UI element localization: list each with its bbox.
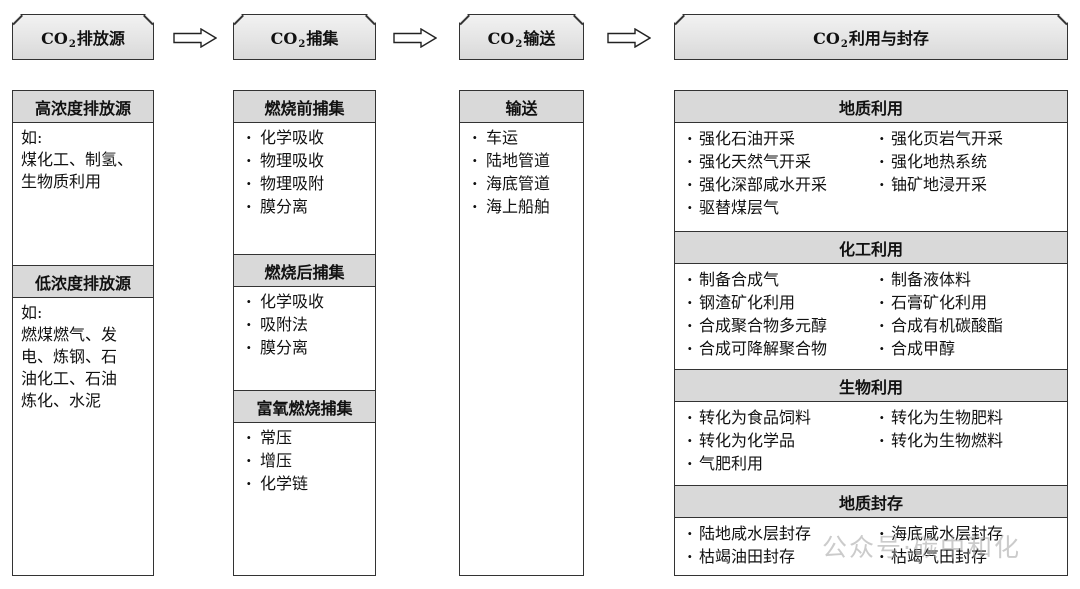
chemical-utilization-section: 化工利用 制备合成气 制备液体料 钢渣矿化利用 石膏矿化利用 合成聚合物多元醇 … — [675, 231, 1067, 369]
list-item: 增压 — [246, 449, 375, 472]
transport-section: 输送 车运 陆地管道 海底管道 海上船舶 — [460, 91, 583, 575]
item-grid: 强化石油开采 强化页岩气开采 强化天然气开采 强化地热系统 强化深部咸水开采 铀… — [675, 123, 1067, 219]
list-item: 合成聚合物多元醇 — [687, 314, 879, 337]
tab-capture: CO2捕集 — [233, 14, 376, 60]
list-item: 化学吸收 — [246, 126, 375, 149]
emission-source-column: 高浓度排放源 如: 煤化工、制氢、 生物质利用 低浓度排放源 如: 燃煤燃气、发… — [12, 90, 154, 576]
list-item: 转化为化学品 — [687, 429, 879, 452]
text-line: 炼化、水泥 — [21, 391, 102, 410]
tab-capture-label: CO2捕集 — [270, 28, 339, 50]
list-item: 铀矿地浸开采 — [879, 173, 1067, 196]
list-item: 强化地热系统 — [879, 150, 1067, 173]
list-item: 强化石油开采 — [687, 127, 879, 150]
tab-utilization-storage-label: CO2利用与封存 — [813, 28, 929, 50]
list-item: 合成可降解聚合物 — [687, 337, 879, 360]
tab-utilization-storage: CO2利用与封存 — [674, 14, 1068, 60]
biological-utilization-section: 生物利用 转化为食品饲料 转化为生物肥料 转化为化学品 转化为生物燃料 气肥利用 — [675, 369, 1067, 485]
list-item: 海底咸水层封存 — [879, 522, 1067, 545]
list-item: 物理吸收 — [246, 149, 375, 172]
text-line: 如: — [21, 303, 43, 322]
transport-column: 输送 车运 陆地管道 海底管道 海上船舶 — [459, 90, 584, 576]
section-title: 低浓度排放源 — [13, 266, 153, 298]
list-item: 膜分离 — [246, 336, 375, 359]
list-item: 钢渣矿化利用 — [687, 291, 879, 314]
item-grid: 陆地咸水层封存 海底咸水层封存 枯竭油田封存 枯竭气田封存 — [675, 518, 1067, 568]
item-grid: 转化为食品饲料 转化为生物肥料 转化为化学品 转化为生物燃料 气肥利用 — [675, 402, 1067, 475]
text-line: 煤化工、制氢、 — [21, 150, 134, 169]
item-list: 化学吸收 物理吸收 物理吸附 膜分离 — [234, 123, 375, 218]
list-item: 转化为生物肥料 — [879, 406, 1067, 429]
list-item: 海底管道 — [472, 172, 583, 195]
list-item: 枯竭油田封存 — [687, 545, 879, 568]
section-body: 如: 煤化工、制氢、 生物质利用 — [13, 123, 153, 193]
tab-transport: CO2输送 — [459, 14, 584, 60]
list-item: 膜分离 — [246, 195, 375, 218]
list-item: 陆地咸水层封存 — [687, 522, 879, 545]
list-item: 石膏矿化利用 — [879, 291, 1067, 314]
list-item: 强化深部咸水开采 — [687, 173, 879, 196]
list-item: 制备液体料 — [879, 268, 1067, 291]
list-item: 车运 — [472, 126, 583, 149]
list-item: 化学链 — [246, 472, 375, 495]
post-combustion-section: 燃烧后捕集 化学吸收 吸附法 膜分离 — [234, 254, 375, 390]
section-title: 燃烧后捕集 — [234, 255, 375, 287]
item-list: 车运 陆地管道 海底管道 海上船舶 — [460, 123, 583, 218]
right-arrow-icon — [173, 28, 217, 48]
list-item: 合成有机碳酸酯 — [879, 314, 1067, 337]
pre-combustion-section: 燃烧前捕集 化学吸收 物理吸收 物理吸附 膜分离 — [234, 91, 375, 254]
right-arrow-icon — [607, 28, 651, 48]
section-title: 富氧燃烧捕集 — [234, 391, 375, 423]
right-arrow-icon — [393, 28, 437, 48]
section-title: 地质封存 — [675, 486, 1067, 518]
list-item: 驱替煤层气 — [687, 196, 879, 219]
text-line: 生物质利用 — [21, 172, 102, 191]
item-grid: 制备合成气 制备液体料 钢渣矿化利用 石膏矿化利用 合成聚合物多元醇 合成有机碳… — [675, 264, 1067, 360]
tab-emission-source: CO2排放源 — [12, 14, 154, 60]
list-item: 吸附法 — [246, 313, 375, 336]
item-list: 常压 增压 化学链 — [234, 423, 375, 495]
section-title: 生物利用 — [675, 370, 1067, 402]
geological-storage-section: 地质封存 陆地咸水层封存 海底咸水层封存 枯竭油田封存 枯竭气田封存 — [675, 485, 1067, 575]
list-item: 物理吸附 — [246, 172, 375, 195]
list-item: 转化为生物燃料 — [879, 429, 1067, 452]
list-item: 常压 — [246, 426, 375, 449]
section-title: 地质利用 — [675, 91, 1067, 123]
oxy-fuel-section: 富氧燃烧捕集 常压 增压 化学链 — [234, 390, 375, 575]
list-item: 化学吸收 — [246, 290, 375, 313]
high-concentration-section: 高浓度排放源 如: 煤化工、制氢、 生物质利用 — [13, 91, 153, 265]
tab-transport-label: CO2输送 — [487, 28, 556, 50]
item-list: 化学吸收 吸附法 膜分离 — [234, 287, 375, 359]
text-line: 电、炼钢、石 — [21, 347, 118, 366]
section-body: 如: 燃煤燃气、发 电、炼钢、石 油化工、石油 炼化、水泥 — [13, 298, 153, 412]
list-item: 合成甲醇 — [879, 337, 1067, 360]
section-title: 燃烧前捕集 — [234, 91, 375, 123]
list-item: 强化天然气开采 — [687, 150, 879, 173]
list-item: 枯竭气田封存 — [879, 545, 1067, 568]
list-item: 转化为食品饲料 — [687, 406, 879, 429]
list-item: 海上船舶 — [472, 195, 583, 218]
tab-emission-source-label: CO2排放源 — [41, 28, 125, 50]
section-title: 输送 — [460, 91, 583, 123]
list-item: 陆地管道 — [472, 149, 583, 172]
utilization-storage-column: 地质利用 强化石油开采 强化页岩气开采 强化天然气开采 强化地热系统 强化深部咸… — [674, 90, 1068, 576]
list-item: 强化页岩气开采 — [879, 127, 1067, 150]
capture-column: 燃烧前捕集 化学吸收 物理吸收 物理吸附 膜分离 燃烧后捕集 化学吸收 吸附法 … — [233, 90, 376, 576]
section-title: 化工利用 — [675, 232, 1067, 264]
list-item: 气肥利用 — [687, 452, 879, 475]
text-line: 燃煤燃气、发 — [21, 325, 118, 344]
low-concentration-section: 低浓度排放源 如: 燃煤燃气、发 电、炼钢、石 油化工、石油 炼化、水泥 — [13, 265, 153, 575]
list-item: 制备合成气 — [687, 268, 879, 291]
text-line: 如: — [21, 128, 43, 147]
geological-utilization-section: 地质利用 强化石油开采 强化页岩气开采 强化天然气开采 强化地热系统 强化深部咸… — [675, 91, 1067, 231]
section-title: 高浓度排放源 — [13, 91, 153, 123]
text-line: 油化工、石油 — [21, 369, 118, 388]
